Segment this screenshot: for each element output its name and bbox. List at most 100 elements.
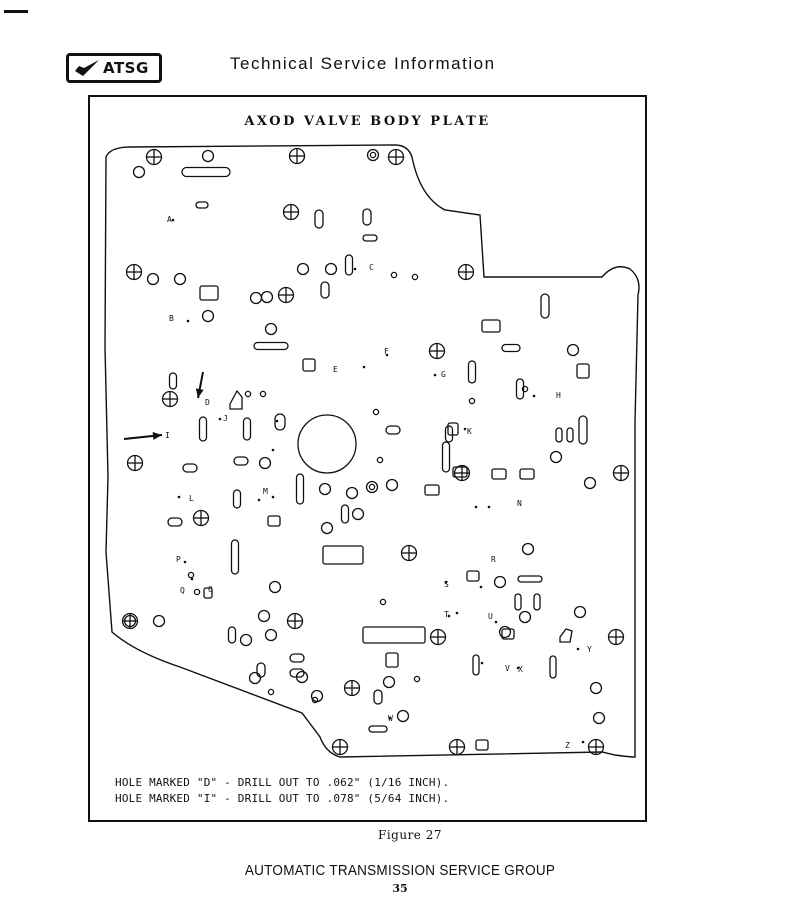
slot-hole [195,201,209,209]
page-edge-mark [4,10,28,13]
square-hole [203,587,213,599]
orifice-dot [487,505,491,509]
plate-hole [365,480,379,494]
hole-label-v: V [505,664,510,673]
odd-shaped-hole [559,628,573,643]
hole-label-y: Y [587,645,592,654]
square-hole [447,422,459,436]
plate-hole [244,390,252,398]
plate-hole [396,709,410,723]
figure-caption: Figure 27 [378,828,442,842]
slot-hole [230,539,240,575]
slot-hole [368,725,388,733]
orifice-dot [494,620,498,624]
note-hole-i: HOLE MARKED "I" - DRILL OUT TO .078" (5/… [115,792,450,805]
checkmark-logo-icon [74,59,100,77]
slot-hole [373,689,383,705]
hole-label-j: J [223,414,228,423]
slot-hole [533,593,541,611]
hole-label-e: E [333,365,338,374]
square-hole [452,466,468,478]
slot-hole [198,416,208,442]
square-hole [302,358,316,372]
plate-hole [493,575,507,589]
hole-label-h: H [556,391,561,400]
slot-hole [467,360,477,384]
hole-label-d: D [205,398,210,407]
plate-hole [376,456,384,464]
atsg-logo: ATSG [66,53,162,83]
square-hole [576,363,590,379]
slot-hole [515,378,525,400]
note-hole-d: HOLE MARKED "D" - DRILL OUT TO .062" (1/… [115,776,450,789]
orifice-dot [353,267,357,271]
hole-label-c: C [369,263,374,272]
plate-hole [518,610,532,624]
plate-hole [390,271,398,279]
orifice-dot [171,218,175,222]
orifice-dot [576,647,580,651]
orifice-dot [177,495,181,499]
plate-hole [366,148,380,162]
square-hole [199,285,219,301]
arrow-to-hole-i-head [152,431,162,440]
plate-hole [320,521,334,535]
plate-hole [351,507,365,521]
orifice-dot [463,427,467,431]
slot-hole [182,463,198,473]
slot-hole [256,662,266,678]
hole-label-a: A [167,215,172,224]
hole-label-f: F [384,347,389,356]
slot-hole [233,456,249,466]
plate-hole [239,633,253,647]
slot-hole [385,425,401,435]
plate-hole [468,397,476,405]
slot-hole [501,343,521,353]
hole-label-t: T [444,610,449,619]
orifice-dot [479,585,483,589]
hole-label-p: P [176,555,181,564]
plate-hole [521,385,529,393]
square-hole [466,570,480,582]
square-hole [267,515,281,527]
plate-hole [267,688,275,696]
hole-label-r: R [491,555,496,564]
plate-hole [369,151,377,159]
plate-hole [345,486,359,500]
plate-title: AXOD VALVE BODY PLATE [244,114,491,129]
plate-hole [258,456,272,470]
plate-hole [146,272,160,286]
square-hole [481,319,501,333]
plate-hole [382,675,396,689]
slot-hole [289,668,305,678]
header-title: Technical Service Information [230,54,496,73]
orifice-dot [186,319,190,323]
slot-hole [167,517,183,527]
slot-hole [362,208,372,226]
orifice-dot [385,353,389,357]
hole-label-z: Z [565,741,570,750]
plate-hole [187,571,195,579]
plate-hole [583,476,597,490]
hole-label-m: M [263,487,268,496]
orifice-dot [474,505,478,509]
plate-hole [297,414,357,474]
plate-hole [152,614,166,628]
plate-hole [193,588,201,596]
orifice-dot [190,577,194,581]
slot-hole [555,427,563,443]
square-hole [362,626,426,644]
slot-hole [340,504,350,524]
slot-hole [517,575,543,583]
arrow-to-hole-d-head [195,388,204,398]
plate-hole [248,671,262,685]
plate-hole [123,614,137,628]
orifice-dot [362,365,366,369]
plate-hole [521,542,535,556]
square-hole [501,628,515,640]
plate-hole [201,309,215,323]
odd-shaped-hole [229,389,243,410]
slot-hole [289,653,305,663]
slot-hole [168,372,178,390]
